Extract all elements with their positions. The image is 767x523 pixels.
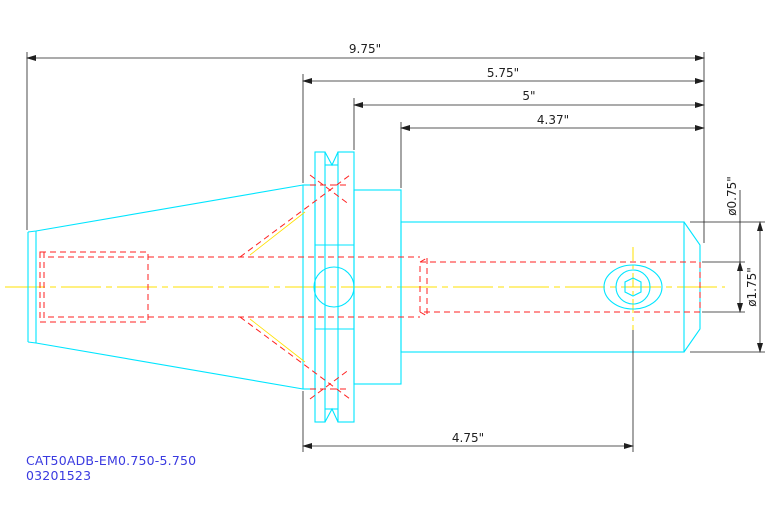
dim-flange-to-set-screw: 4.75" xyxy=(452,431,484,445)
dim-flange-to-end: 5.75" xyxy=(487,66,519,80)
dim-body-diameter: ø1.75" xyxy=(745,267,759,307)
dim-overall-length: 9.75" xyxy=(349,42,381,56)
part-number-label: CAT50ADB-EM0.750-5.750 xyxy=(26,453,197,468)
serial-number-label: 03201523 xyxy=(26,468,92,483)
hidden-lines xyxy=(39,174,701,400)
tool-outline xyxy=(27,151,701,423)
dim-bore-diameter: ø0.75" xyxy=(725,176,739,216)
dim-shank-to-end: 4.37" xyxy=(537,113,569,127)
dimension-lines xyxy=(26,52,765,452)
flange-cross-accents xyxy=(249,211,306,363)
dim-groove-to-end: 5" xyxy=(522,89,535,103)
